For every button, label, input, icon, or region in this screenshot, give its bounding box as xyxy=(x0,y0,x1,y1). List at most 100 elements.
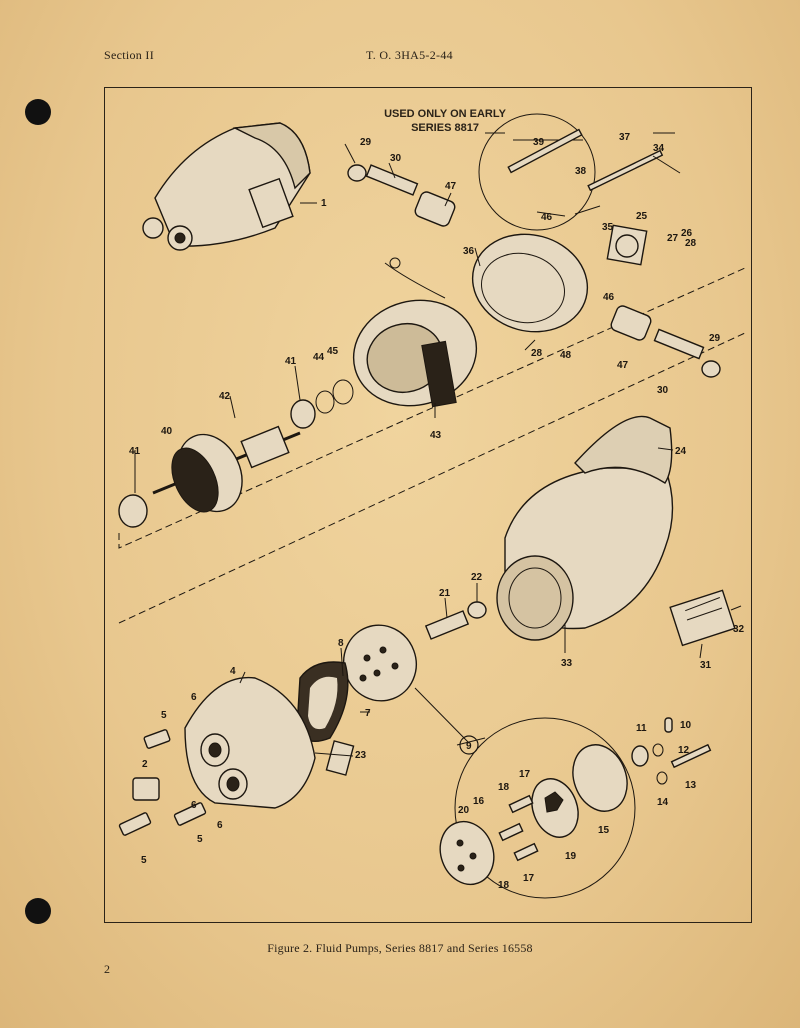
callout-16: 16 xyxy=(473,796,485,807)
callout-24: 24 xyxy=(675,446,687,457)
figure-caption: Figure 2. Fluid Pumps, Series 8817 and S… xyxy=(267,941,533,955)
bolt xyxy=(670,743,712,769)
callout-36: 36 xyxy=(463,246,475,257)
pump-housing xyxy=(496,415,674,641)
callout-30a: 30 xyxy=(390,153,402,164)
assembly-centerline xyxy=(118,267,746,549)
callout-47b: 47 xyxy=(617,360,629,371)
callout-32: 32 xyxy=(733,624,745,635)
callout-28b: 28 xyxy=(531,348,543,359)
early-series-detail-circle xyxy=(478,113,596,231)
drain-plug xyxy=(132,777,160,801)
cap-screw-a xyxy=(143,729,171,749)
callout-23: 23 xyxy=(355,750,367,761)
cap-screw-b xyxy=(118,812,152,836)
callout-11: 11 xyxy=(636,723,647,734)
callout-25: 25 xyxy=(636,211,648,222)
pump-gear-stack xyxy=(439,744,628,886)
early-series-note: USED ONLY ON EARLY SERIES 8817 xyxy=(365,107,525,135)
warning-plate xyxy=(325,740,355,776)
brush-spring-lower xyxy=(653,328,705,360)
callout-27: 27 xyxy=(667,233,679,244)
section-heading: Section II xyxy=(104,48,154,62)
cap-screw-c xyxy=(173,802,207,826)
exploded-view-drawing: 1 2 4 5 5 5 6 6 6 7 8 9 10 11 12 13 14 1… xyxy=(118,113,746,899)
callout-41b: 41 xyxy=(285,356,297,367)
callout-6a: 6 xyxy=(191,692,197,703)
callout-14: 14 xyxy=(657,797,669,808)
assembly-centerline-lower xyxy=(118,332,746,624)
callout-45: 45 xyxy=(327,346,339,357)
callout-17a: 17 xyxy=(519,769,531,780)
callout-26: 26 xyxy=(681,228,693,239)
callout-15: 15 xyxy=(598,825,610,836)
bearing-upper xyxy=(290,399,316,429)
callout-9: 9 xyxy=(466,741,472,752)
pump-cover xyxy=(184,676,316,809)
long-screw xyxy=(507,128,583,174)
identification-band xyxy=(574,415,673,484)
callout-33: 33 xyxy=(561,658,573,669)
callout-42: 42 xyxy=(219,391,231,402)
callout-5c: 5 xyxy=(197,834,203,845)
callout-37: 37 xyxy=(619,132,631,143)
callout-6c: 6 xyxy=(217,820,223,831)
callout-1: 1 xyxy=(321,198,327,209)
callout-38: 38 xyxy=(575,166,587,177)
note-line-2: SERIES 8817 xyxy=(411,122,479,134)
field-coil xyxy=(352,257,478,408)
pump-detail-circle xyxy=(454,717,636,899)
callout-46b: 46 xyxy=(603,292,615,303)
tie-rod xyxy=(587,149,664,192)
callout-21: 21 xyxy=(439,588,451,599)
nameplate xyxy=(669,589,736,647)
callout-18a: 18 xyxy=(498,782,510,793)
callout-29a: 29 xyxy=(360,137,372,148)
callout-4: 4 xyxy=(230,666,236,677)
callout-47a: 47 xyxy=(445,181,457,192)
callout-2: 2 xyxy=(142,759,148,770)
callout-5a: 5 xyxy=(161,710,167,721)
brush-holder-upper xyxy=(414,191,456,227)
callout-7: 7 xyxy=(365,708,371,719)
callout-31: 31 xyxy=(700,660,712,671)
callout-22: 22 xyxy=(471,572,483,583)
callout-44: 44 xyxy=(313,352,325,363)
key xyxy=(664,717,673,733)
bearing-lower xyxy=(118,494,148,528)
callout-8: 8 xyxy=(338,638,344,649)
callout-48: 48 xyxy=(560,350,572,361)
callout-10: 10 xyxy=(680,720,692,731)
note-line-1: USED ONLY ON EARLY xyxy=(384,108,506,120)
binder-hole-top xyxy=(25,99,51,125)
brush-spring-upper xyxy=(365,164,419,196)
leader-lines xyxy=(134,132,742,757)
callout-41a: 41 xyxy=(129,446,141,457)
callout-39: 39 xyxy=(533,137,545,148)
callout-5b: 5 xyxy=(141,855,147,866)
callout-30b: 30 xyxy=(657,385,669,396)
callout-28a: 28 xyxy=(685,238,697,249)
callout-19: 19 xyxy=(565,851,577,862)
callout-29b: 29 xyxy=(709,333,721,344)
callout-43: 43 xyxy=(430,430,442,441)
brush-holder-lower xyxy=(610,305,652,341)
callout-17b: 17 xyxy=(523,873,535,884)
callout-18b: 18 xyxy=(498,880,510,891)
callout-labels: 1 2 4 5 5 5 6 6 6 7 8 9 10 11 12 13 14 1… xyxy=(129,132,745,891)
figure-frame: USED ONLY ON EARLY SERIES 8817 xyxy=(104,87,752,923)
seal xyxy=(631,745,649,767)
callout-12: 12 xyxy=(678,745,690,756)
callout-6b: 6 xyxy=(191,800,197,811)
page-number: 2 xyxy=(104,962,110,976)
callout-34: 34 xyxy=(653,143,665,154)
armature xyxy=(152,425,301,513)
tech-order-number: T. O. 3HA5-2-44 xyxy=(366,48,453,62)
callout-40: 40 xyxy=(161,426,173,437)
binder-hole-bottom xyxy=(25,898,51,924)
callout-20: 20 xyxy=(458,805,470,816)
callout-13: 13 xyxy=(685,780,697,791)
end-bell-housing xyxy=(471,224,648,333)
callout-35: 35 xyxy=(602,222,614,233)
